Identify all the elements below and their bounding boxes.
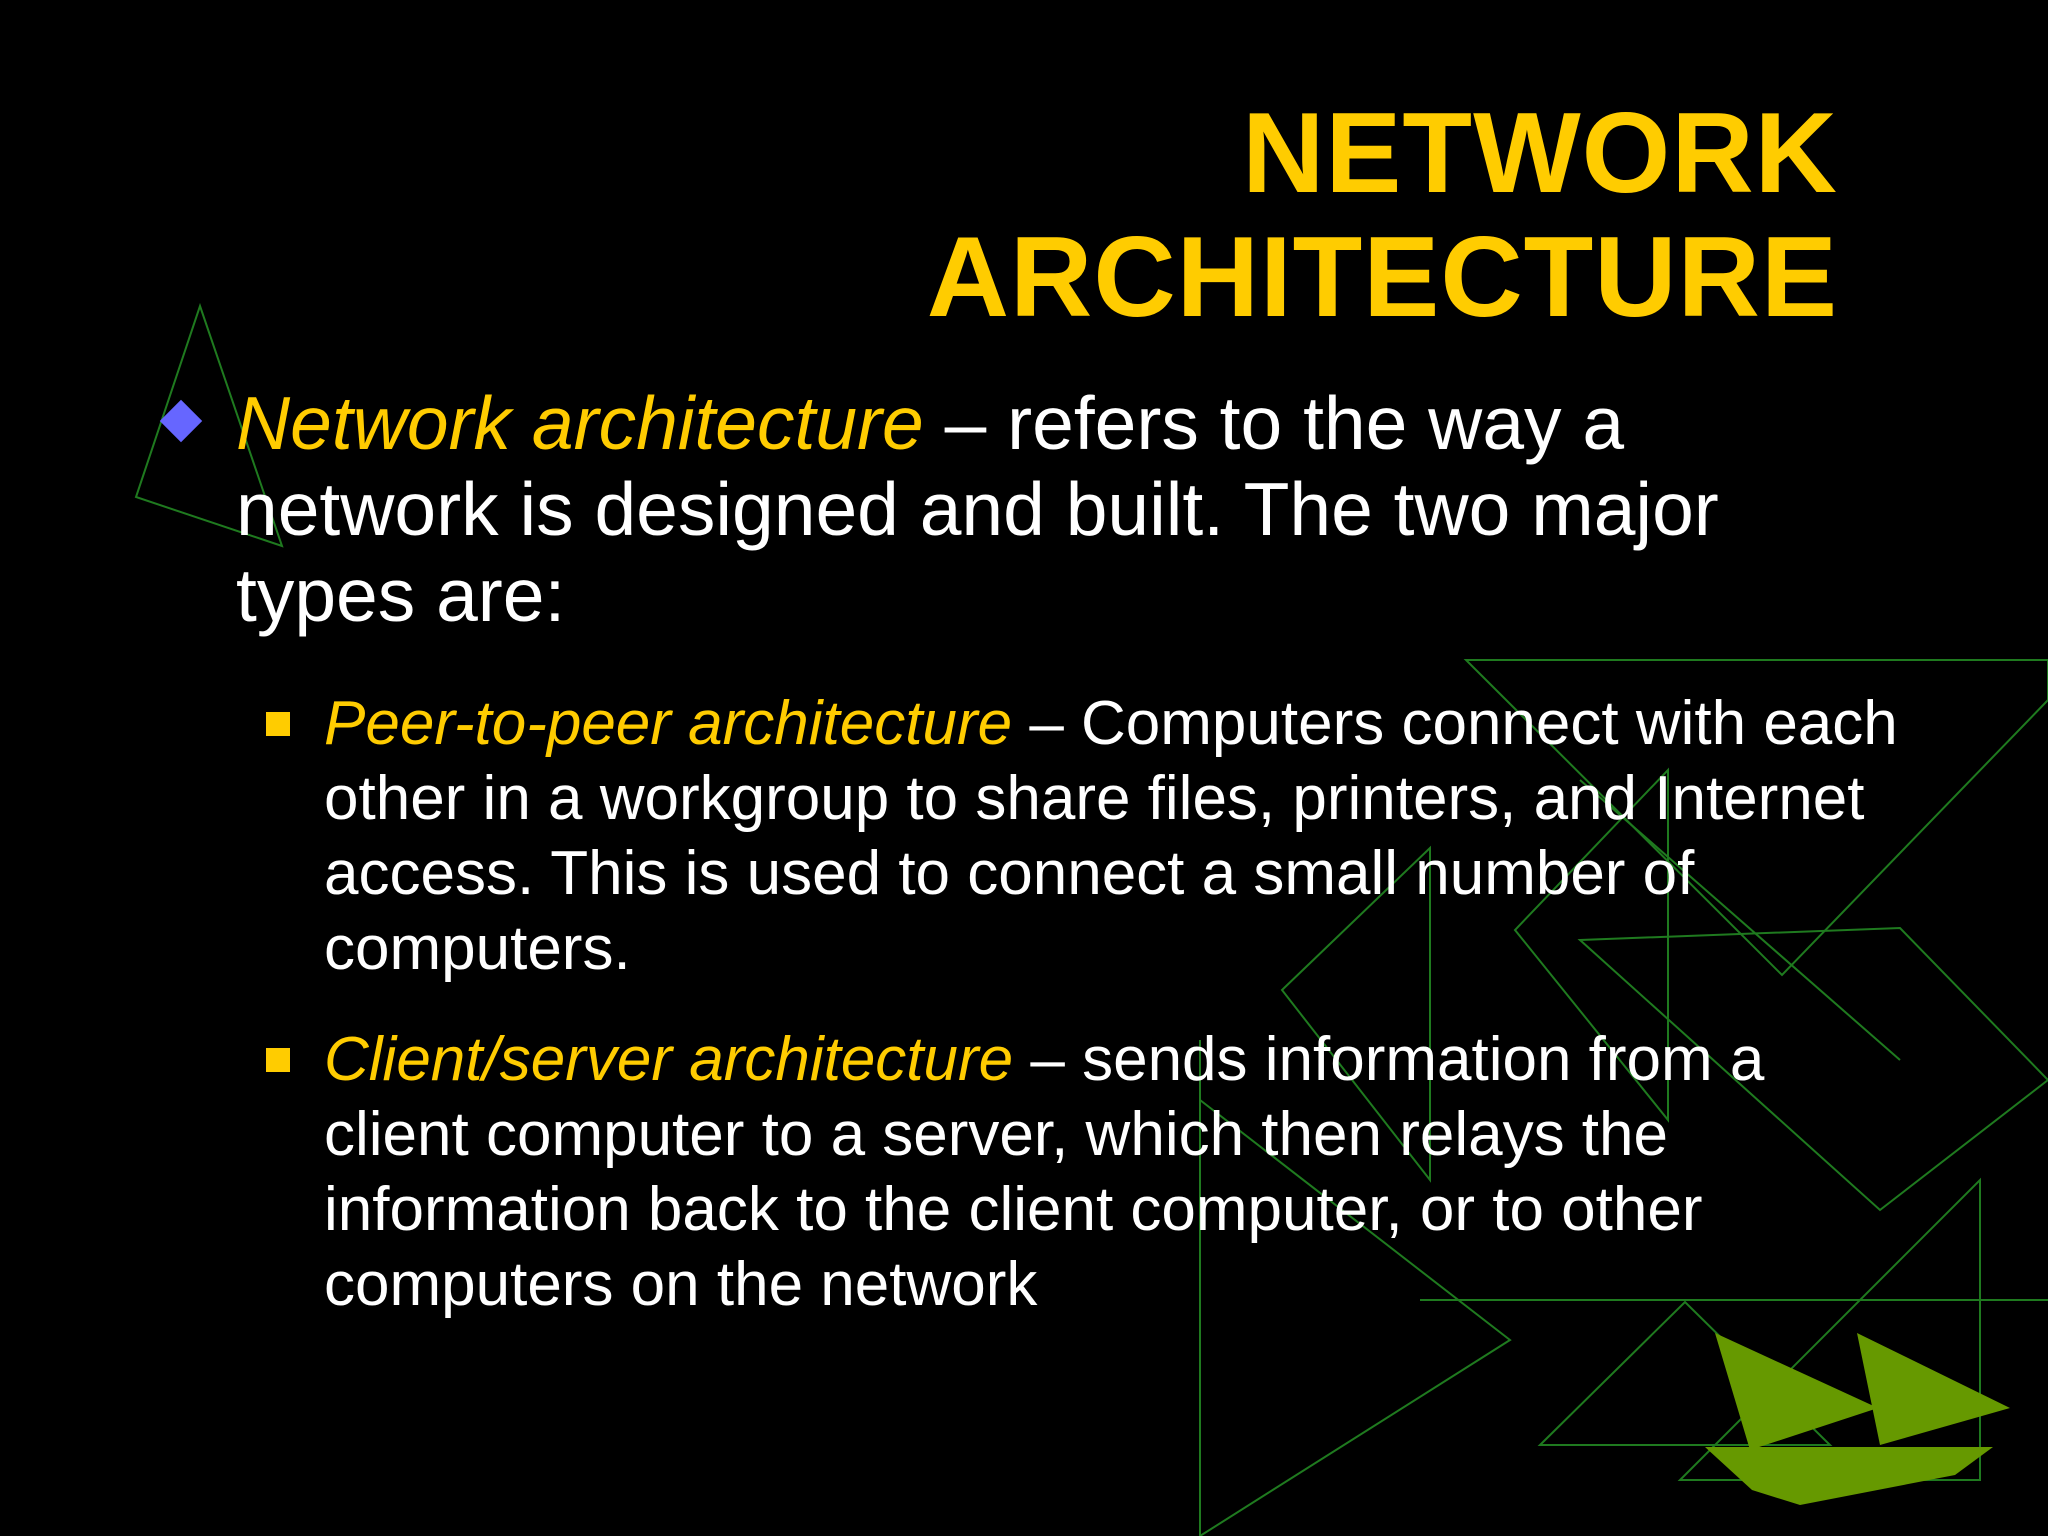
term-network-architecture: Network architecture xyxy=(236,381,924,465)
sailing-ship-icon xyxy=(1705,1333,2010,1505)
slide-title: NETWORK ARCHITECTURE xyxy=(538,92,1838,340)
decor-line-c xyxy=(1579,779,1901,1061)
definition-network-architecture: – refers to the way a network is designe… xyxy=(236,381,1719,637)
definition-client-server: – sends information from a client comput… xyxy=(324,1025,1765,1319)
definition-peer-to-peer: – Computers connect with each other in a… xyxy=(324,689,1898,983)
decor-chevron-large xyxy=(1463,659,2048,977)
decor-chevron-right xyxy=(1577,926,2048,1212)
term-client-server: Client/server architecture xyxy=(324,1025,1014,1094)
bullet-client-server: Client/server architecture – sends infor… xyxy=(266,1022,1904,1322)
title-line-2: ARCHITECTURE xyxy=(926,214,1838,341)
decor-triangle-mid xyxy=(1280,845,1431,1183)
square-bullet-icon xyxy=(266,712,290,736)
square-bullet-icon xyxy=(266,1048,290,1072)
decor-triangle-tall xyxy=(1513,767,1669,1123)
bullet-network-architecture: Network architecture – refers to the way… xyxy=(159,380,1876,638)
term-peer-to-peer: Peer-to-peer architecture xyxy=(324,689,1013,758)
decor-triangle-left xyxy=(134,302,284,548)
bullet-peer-to-peer: Peer-to-peer architecture – Computers co… xyxy=(266,686,1904,986)
title-line-1: NETWORK xyxy=(1242,90,1838,217)
